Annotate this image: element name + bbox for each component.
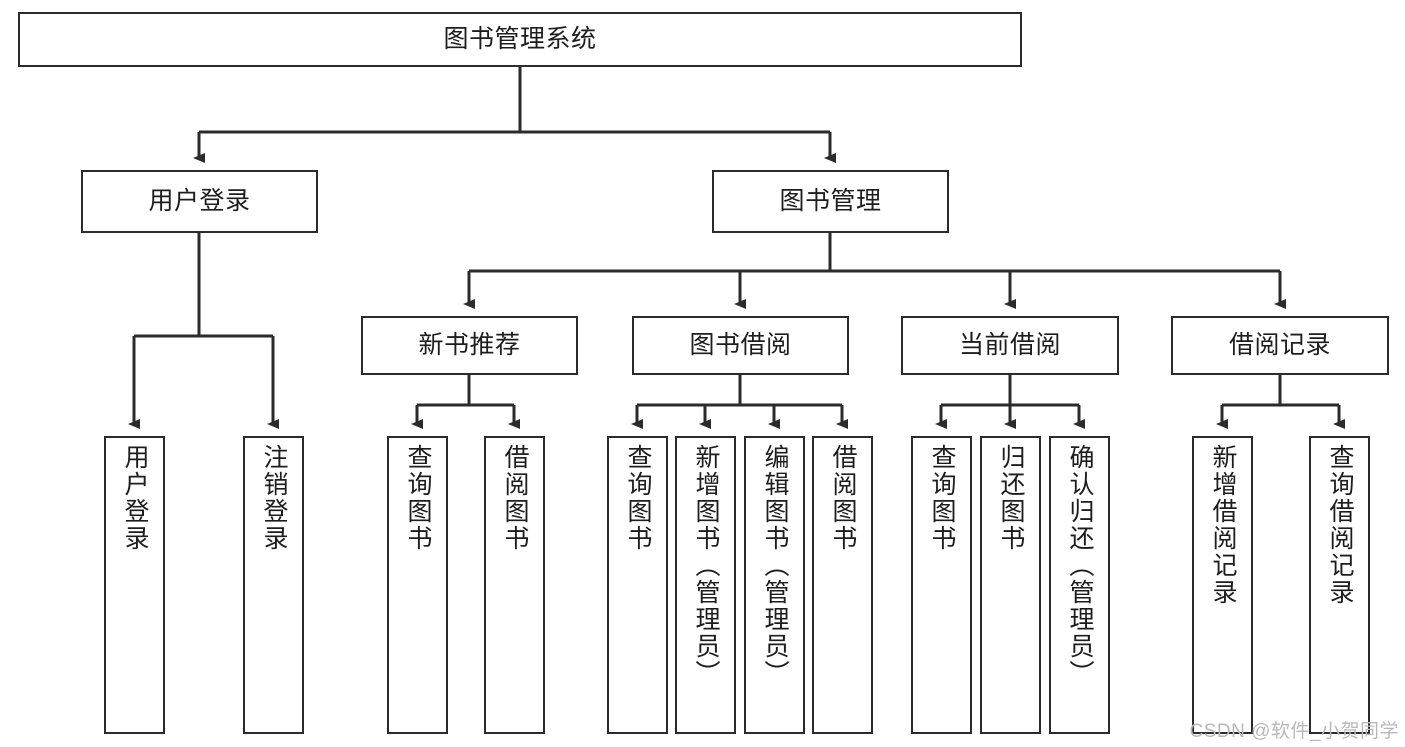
node-label: 注销登录 <box>260 444 288 552</box>
node-label: 查询图书 <box>928 444 956 552</box>
node-leaf-query-book-recommend[interactable]: 查询图书 <box>387 436 448 734</box>
node-user-login[interactable]: 用户登录 <box>81 170 318 233</box>
node-borrowing-record[interactable]: 借阅记录 <box>1171 316 1389 375</box>
node-leaf-query-borrow-record[interactable]: 查询借阅记录 <box>1309 436 1370 734</box>
node-label: 借阅图书 <box>501 444 529 552</box>
node-leaf-add-borrow-record[interactable]: 新增借阅记录 <box>1192 436 1253 734</box>
node-leaf-borrow-book-borrowing[interactable]: 借阅图书 <box>812 436 873 734</box>
node-label: 图书借阅 <box>689 331 792 359</box>
node-label: 用户登录 <box>121 444 149 552</box>
node-label: 图书管理 <box>779 187 882 215</box>
node-label: 当前借阅 <box>958 331 1061 359</box>
node-label: 编辑图书（管理员） <box>761 444 789 687</box>
node-label: 新增图书（管理员） <box>692 444 720 687</box>
node-label: 新增借阅记录 <box>1209 444 1237 606</box>
node-leaf-user-login[interactable]: 用户登录 <box>104 436 165 734</box>
node-label: 图书管理系统 <box>443 25 597 53</box>
node-leaf-confirm-return-admin[interactable]: 确认归还（管理员） <box>1049 436 1110 734</box>
node-leaf-logout[interactable]: 注销登录 <box>243 436 304 734</box>
node-label: 借阅图书 <box>829 444 857 552</box>
node-label: 查询图书 <box>404 444 432 552</box>
node-leaf-edit-book-admin[interactable]: 编辑图书（管理员） <box>744 436 805 734</box>
node-leaf-return-book[interactable]: 归还图书 <box>980 436 1041 734</box>
node-book-management[interactable]: 图书管理 <box>712 170 949 233</box>
node-label: 用户登录 <box>148 187 251 215</box>
node-label: 查询图书 <box>624 444 652 552</box>
node-label: 借阅记录 <box>1228 331 1331 359</box>
node-new-book-recommend[interactable]: 新书推荐 <box>361 316 578 375</box>
node-label: 确认归还（管理员） <box>1066 444 1094 687</box>
node-label: 查询借阅记录 <box>1326 444 1354 606</box>
node-label: 新书推荐 <box>418 331 521 359</box>
node-label: 归还图书 <box>997 444 1025 552</box>
node-leaf-query-book-current[interactable]: 查询图书 <box>911 436 972 734</box>
node-root-book-management-system[interactable]: 图书管理系统 <box>18 12 1022 67</box>
node-leaf-query-book-borrowing[interactable]: 查询图书 <box>607 436 668 734</box>
node-leaf-add-book-admin[interactable]: 新增图书（管理员） <box>675 436 736 734</box>
node-book-borrowing[interactable]: 图书借阅 <box>632 316 849 375</box>
node-current-borrowing[interactable]: 当前借阅 <box>901 316 1119 375</box>
node-leaf-borrow-book-recommend[interactable]: 借阅图书 <box>484 436 545 734</box>
